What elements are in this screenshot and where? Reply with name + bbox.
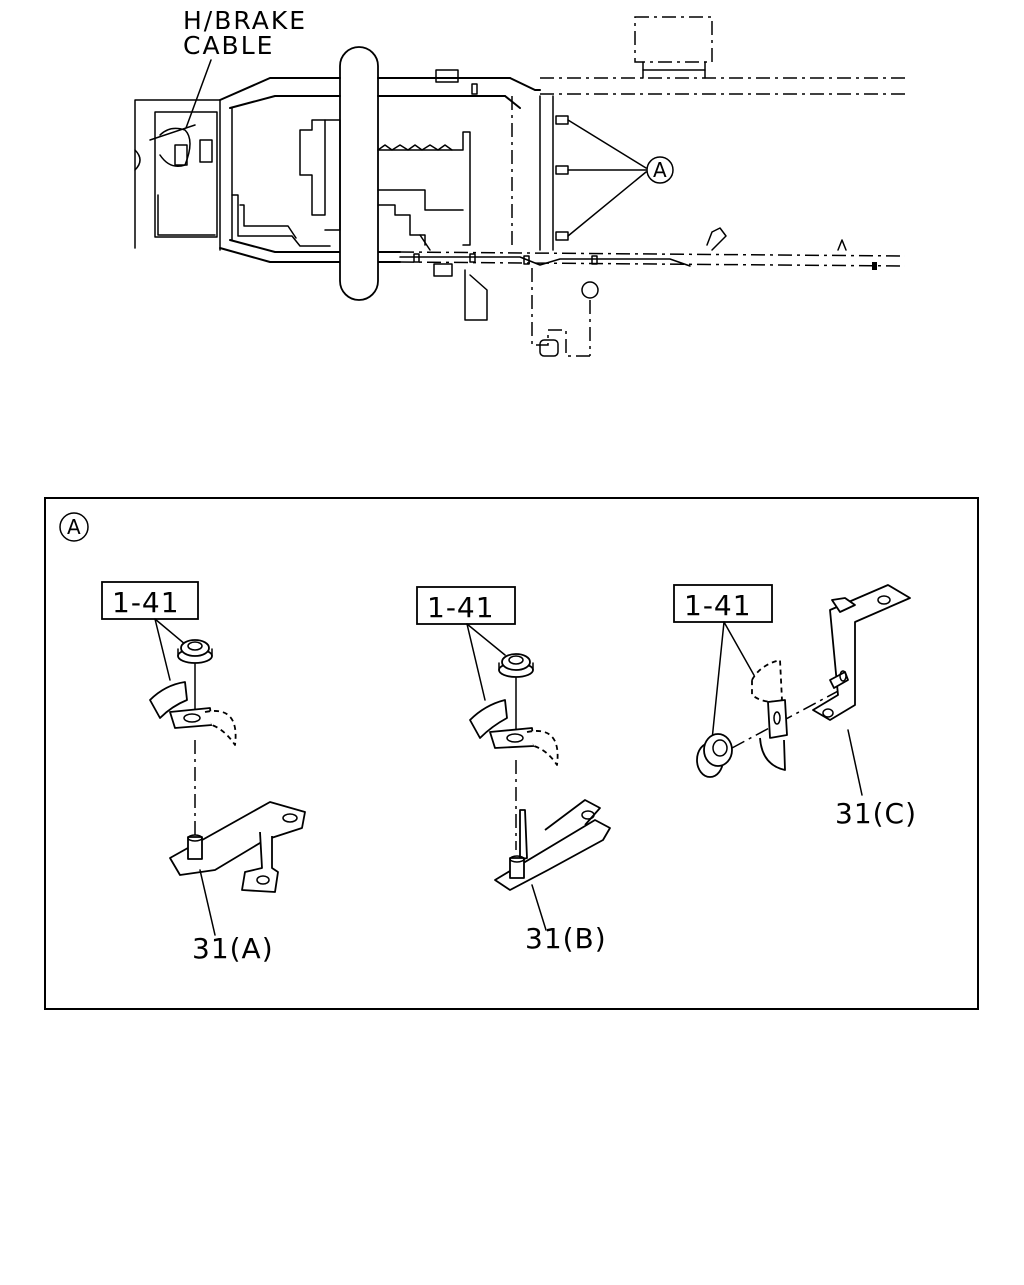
code-box-b — [416, 586, 516, 625]
bracket-b — [494, 799, 611, 891]
cable-clamp-b — [469, 699, 559, 766]
middle-crossmember — [511, 95, 647, 251]
code-label-c: 1-41 — [684, 589, 752, 622]
detail-panel: A 1-41 — [44, 497, 979, 1010]
top-tank — [634, 16, 713, 79]
flange-nut-b — [498, 653, 534, 678]
part-label-b: 31(B) — [525, 922, 607, 955]
front-wheel — [339, 46, 379, 301]
flange-nut-a — [177, 639, 213, 664]
callout-leader — [185, 59, 212, 129]
code-label-b: 1-41 — [427, 591, 495, 624]
engine-block — [299, 119, 471, 251]
brake-cable-route — [231, 194, 691, 267]
detail-panel-marker-label: A — [67, 515, 81, 539]
clip-group-b: 1-41 — [416, 586, 611, 955]
cable-clamp-c — [751, 659, 788, 771]
drop-bracket — [531, 268, 599, 357]
detail-frame — [44, 497, 979, 1010]
code-box-a — [101, 581, 199, 620]
front-crossmember — [134, 99, 221, 249]
clip-group-c: 1-41 31 — [673, 584, 917, 830]
lower-frame-rail — [219, 239, 906, 270]
bracket-a — [169, 801, 306, 893]
callout-line-2: CABLE — [183, 31, 274, 60]
detail-ref-marker — [646, 156, 674, 184]
clip-group-a: 1-41 — [101, 581, 306, 965]
code-label-a: 1-41 — [112, 586, 180, 619]
callout-line-1: H/BRAKE — [183, 6, 307, 35]
chassis-overview: H/BRAKE CABLE — [134, 6, 906, 357]
upper-frame-rail — [219, 69, 905, 109]
part-label-c: 31(C) — [835, 797, 917, 830]
part-label-a: 31(A) — [192, 932, 274, 965]
detail-ref-marker-label: A — [653, 158, 667, 182]
flange-nut-c — [696, 733, 733, 778]
bracket-c — [812, 584, 911, 721]
code-box-c — [673, 584, 773, 623]
detail-panel-marker — [59, 512, 89, 542]
cable-clamp-a — [149, 681, 237, 746]
